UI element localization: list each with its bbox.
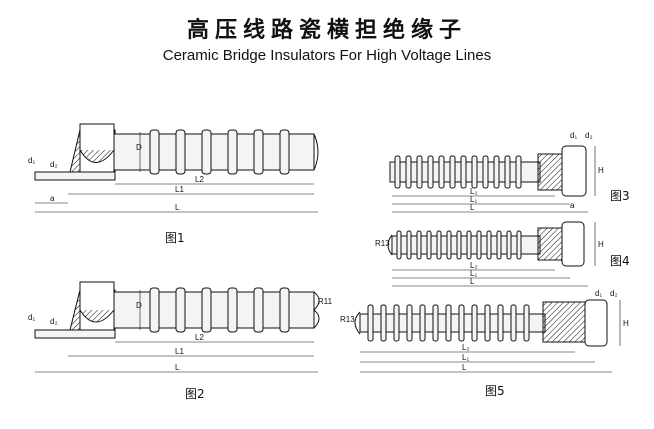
fig4-label-R: R13: [375, 239, 390, 248]
fig3-label-a: a: [570, 201, 575, 210]
fig3-end-fitting: [561, 145, 587, 197]
fig2-label-L: L: [175, 363, 180, 372]
fig1-label-d2: d₂: [50, 160, 58, 169]
fig3-sheds: [394, 155, 522, 189]
fig2-label-L2: L2: [195, 333, 204, 342]
fig5-end-fitting: [584, 299, 608, 347]
fig5-label-d2: d₂: [610, 289, 618, 298]
fig3-label-L: L: [470, 203, 475, 212]
fig1-cement: [79, 149, 115, 163]
fig1-label-D: D: [136, 143, 142, 152]
fig5-sheds: [367, 304, 530, 342]
figure-3: H d₁ d₂ L₂ L₁ L a 图3: [389, 131, 630, 213]
fig2-caption: 图2: [185, 387, 205, 401]
fig3-label-d1: d₁: [570, 131, 577, 140]
fig4-label-L: L: [470, 277, 475, 286]
figure-4: R13 H L₂ L₁ L 图4: [375, 221, 630, 287]
fig4-label-L1: L₁: [470, 269, 477, 278]
fig3-label-L1: L₁: [470, 195, 477, 204]
fig1-label-L2: L2: [195, 175, 204, 184]
fig3-label-d2: d₂: [585, 131, 593, 140]
fig5-label-H: H: [623, 319, 629, 328]
fig5-label-L2: L₂: [462, 343, 470, 352]
fig1-cap: [79, 123, 115, 173]
fig4-label-H: H: [598, 240, 604, 249]
page-title-english: Ceramic Bridge Insulators For High Volta…: [162, 47, 492, 64]
fig2-label-L1: L1: [175, 347, 184, 356]
fig4-sheds: [396, 230, 522, 260]
fig1-sheds: [149, 129, 290, 175]
figure-2: R11 D d₁ d₂ L2 L1 L 图2: [28, 281, 333, 401]
fig1-label-L: L: [175, 203, 180, 212]
fig4-clamp-hatch: [537, 227, 564, 261]
fig3-label-L2: L₂: [470, 187, 478, 196]
fig1-caption: 图1: [165, 231, 185, 245]
fig2-label-d1: d₁: [28, 313, 35, 322]
fig1-label-d1: d₁: [28, 156, 35, 165]
fig2-base-plate: [34, 329, 116, 339]
fig2-cement: [79, 309, 115, 323]
fig1-label-L1: L1: [175, 185, 184, 194]
fig5-caption: 图5: [485, 384, 505, 398]
fig3-caption: 图3: [610, 189, 630, 203]
fig2-cap: [79, 281, 115, 331]
fig2-label-R: R11: [318, 297, 333, 306]
fig1-end-curve: [313, 133, 319, 171]
fig2-label-D: D: [136, 301, 142, 310]
fig3-label-H: H: [598, 166, 604, 175]
figure-5: R13 d₁ d₂ H L₂ L₁ L 图5: [340, 289, 629, 398]
fig5-porcelain-body: [359, 313, 546, 333]
fig5-end-curve: [354, 311, 361, 335]
fig1-label-a: a: [50, 194, 55, 203]
fig2-end-groove: [313, 291, 320, 329]
fig5-label-L: L: [462, 363, 467, 372]
fig3-clamp-hatch: [537, 153, 564, 191]
fig4-end-curve: [387, 234, 393, 256]
fig5-label-d1: d₁: [595, 289, 602, 298]
fig1-base-plate: [34, 171, 116, 181]
fig5-clamp-hatch: [542, 301, 586, 343]
fig4-label-L2: L₂: [470, 261, 478, 270]
fig5-label-L1: L₁: [462, 353, 469, 362]
fig4-caption: 图4: [610, 254, 630, 268]
fig2-label-d2: d₂: [50, 317, 58, 326]
page-title-chinese: 高压线路瓷横担绝缘子: [186, 18, 467, 43]
fig5-label-R: R13: [340, 315, 355, 324]
figure-1: D d₁ d₂ L2 L1 a L 图1: [28, 123, 319, 245]
fig4-end-fitting: [561, 221, 585, 267]
fig2-sheds: [149, 287, 290, 333]
